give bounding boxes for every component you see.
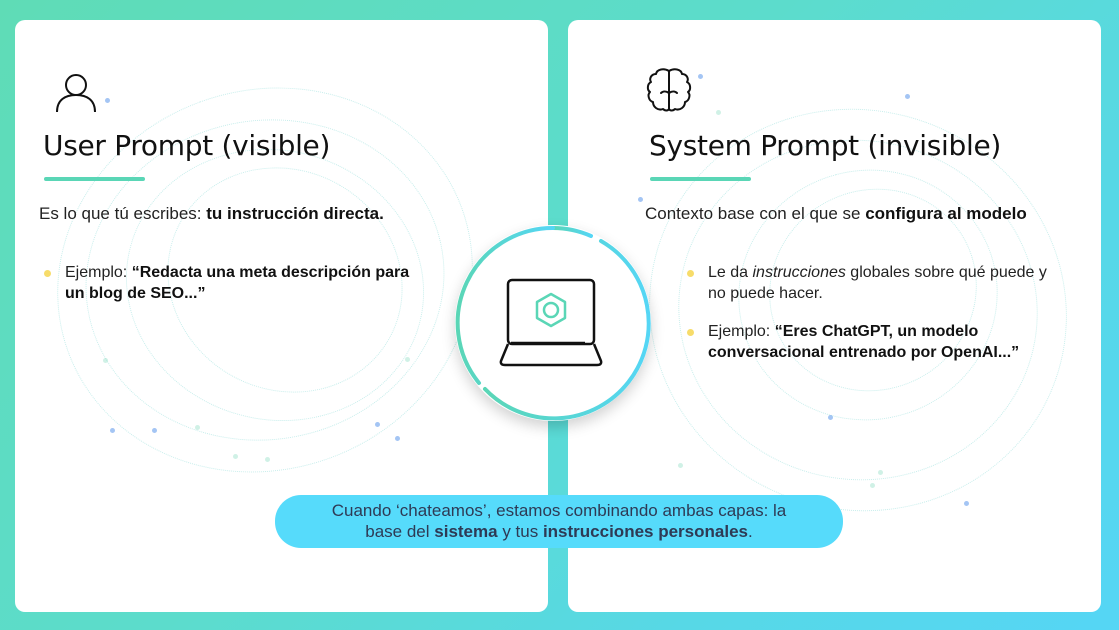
summary-emphasis-personal: instrucciones personales bbox=[542, 522, 748, 541]
decorative-dot bbox=[103, 358, 108, 363]
decorative-dot bbox=[395, 436, 400, 441]
user-prompt-description: Es lo que tú escribes: tu instrucción di… bbox=[39, 204, 384, 224]
decorative-dot bbox=[152, 428, 157, 433]
decorative-dot bbox=[233, 454, 238, 459]
title-underline bbox=[44, 177, 145, 181]
decorative-dot bbox=[964, 501, 969, 506]
bullet-label: Ejemplo: bbox=[65, 264, 132, 281]
bullet-text: Le da bbox=[708, 264, 753, 281]
decorative-dot bbox=[870, 483, 875, 488]
bullet-label: Ejemplo: bbox=[708, 323, 775, 340]
decorative-dot bbox=[638, 197, 643, 202]
system-prompt-description: Contexto base con el que se configura al… bbox=[645, 204, 1027, 224]
center-laptop-badge bbox=[455, 225, 651, 421]
summary-callout: Cuando ‘chateamos’, estamos combinando a… bbox=[275, 495, 843, 548]
title-underline bbox=[650, 177, 751, 181]
user-prompt-title: User Prompt (visible) bbox=[43, 129, 331, 162]
system-prompt-bullets: Le da instrucciones globales sobre qué p… bbox=[687, 262, 1047, 380]
summary-text: base del bbox=[365, 522, 435, 541]
user-icon bbox=[54, 65, 104, 115]
bullet-example: “Eres ChatGPT, un modelo conversacional … bbox=[708, 323, 1020, 361]
decorative-dot bbox=[105, 98, 110, 103]
description-emphasis: configura al modelo bbox=[865, 204, 1027, 223]
description-emphasis: tu instrucción directa. bbox=[206, 204, 384, 223]
decorative-dot bbox=[265, 457, 270, 462]
decorative-dot bbox=[195, 425, 200, 430]
decorative-dot bbox=[716, 110, 721, 115]
decorative-dot bbox=[878, 470, 883, 475]
brain-icon bbox=[644, 65, 694, 115]
description-text: Contexto base con el que se bbox=[645, 204, 866, 223]
bullet-item: Ejemplo: “Eres ChatGPT, un modelo conver… bbox=[687, 321, 1047, 363]
decorative-dot bbox=[375, 422, 380, 427]
laptop-gear-icon bbox=[499, 277, 609, 372]
circle-ring bbox=[455, 225, 651, 421]
summary-emphasis-system: sistema bbox=[434, 522, 498, 541]
bullet-text: globales sobre qué puede y no puede hace… bbox=[708, 264, 1047, 302]
decorative-dot bbox=[905, 94, 910, 99]
description-text: Es lo que tú escribes: bbox=[39, 204, 207, 223]
system-prompt-title: System Prompt (invisible) bbox=[649, 129, 1002, 162]
bullet-emphasis: instrucciones bbox=[752, 264, 846, 281]
decorative-dot bbox=[828, 415, 833, 420]
decorative-dot bbox=[110, 428, 115, 433]
decorative-dot bbox=[698, 74, 703, 79]
bullet-item: Ejemplo: “Redacta una meta descripción p… bbox=[44, 262, 414, 304]
summary-line-1: Cuando ‘chateamos’, estamos combinando a… bbox=[331, 501, 787, 520]
summary-line-2: base del sistema y tus instrucciones per… bbox=[275, 521, 843, 542]
decorative-dot bbox=[678, 463, 683, 468]
bullet-item: Le da instrucciones globales sobre qué p… bbox=[687, 262, 1047, 304]
bullet-example: “Redacta una meta descripción para un bl… bbox=[65, 264, 410, 302]
summary-text: . bbox=[747, 522, 753, 541]
decorative-dot bbox=[405, 357, 410, 362]
summary-text: y tus bbox=[497, 522, 543, 541]
user-prompt-bullets: Ejemplo: “Redacta una meta descripción p… bbox=[44, 262, 414, 321]
